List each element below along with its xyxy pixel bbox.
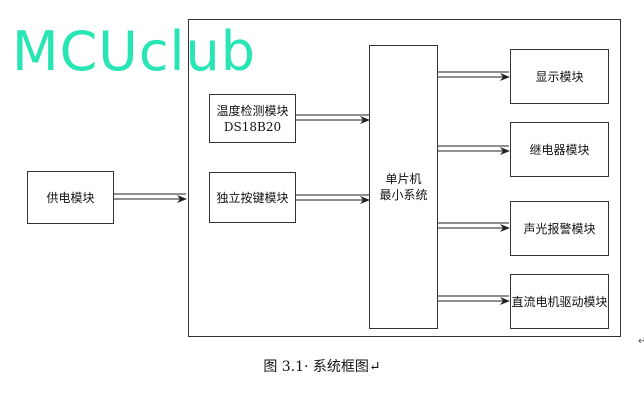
- temperature-sensor-label: DS18B20: [223, 119, 282, 134]
- mcu-label-line1: 单片机: [385, 172, 422, 186]
- motor-module-label: 直流电机驱动模块: [511, 294, 608, 309]
- alarm-module-box: 声光报警模块: [510, 201, 609, 256]
- system-frame: [188, 19, 621, 337]
- alarm-module-label: 声光报警模块: [523, 221, 596, 236]
- display-module-box: 显示模块: [510, 49, 609, 104]
- return-mark: ↵: [638, 336, 644, 347]
- arrow-keys-to-mcu: [296, 194, 370, 204]
- relay-module-box: 继电器模块: [510, 122, 609, 177]
- mcu-system-box: 单片机 最小系统: [369, 45, 438, 329]
- relay-module-label: 继电器模块: [529, 142, 590, 157]
- power-module-label: 供电模块: [46, 190, 95, 205]
- keys-module-box: 独立按键模块: [209, 172, 296, 223]
- mcu-label-line2: 最小系统: [379, 188, 428, 202]
- mcuclub-watermark: MCUclub: [12, 20, 257, 83]
- arrow-mcu-to-display: [438, 71, 510, 81]
- temperature-module-box: 温度检测模块 DS18B20: [209, 94, 296, 143]
- arrow-mcu-to-alarm: [438, 222, 510, 232]
- power-module-box: 供电模块: [27, 171, 114, 224]
- arrow-mcu-to-motor: [438, 295, 510, 305]
- motor-module-box: 直流电机驱动模块: [510, 274, 609, 329]
- arrow-temp-to-mcu: [296, 114, 370, 124]
- temperature-module-label: 温度检测模块: [216, 103, 289, 118]
- keys-module-label: 独立按键模块: [216, 190, 289, 205]
- arrow-mcu-to-relay: [438, 145, 510, 155]
- arrow-power-to-system: [114, 193, 187, 203]
- figure-caption: 图 3.1· 系统框图↵: [263, 359, 381, 375]
- display-module-label: 显示模块: [535, 69, 584, 84]
